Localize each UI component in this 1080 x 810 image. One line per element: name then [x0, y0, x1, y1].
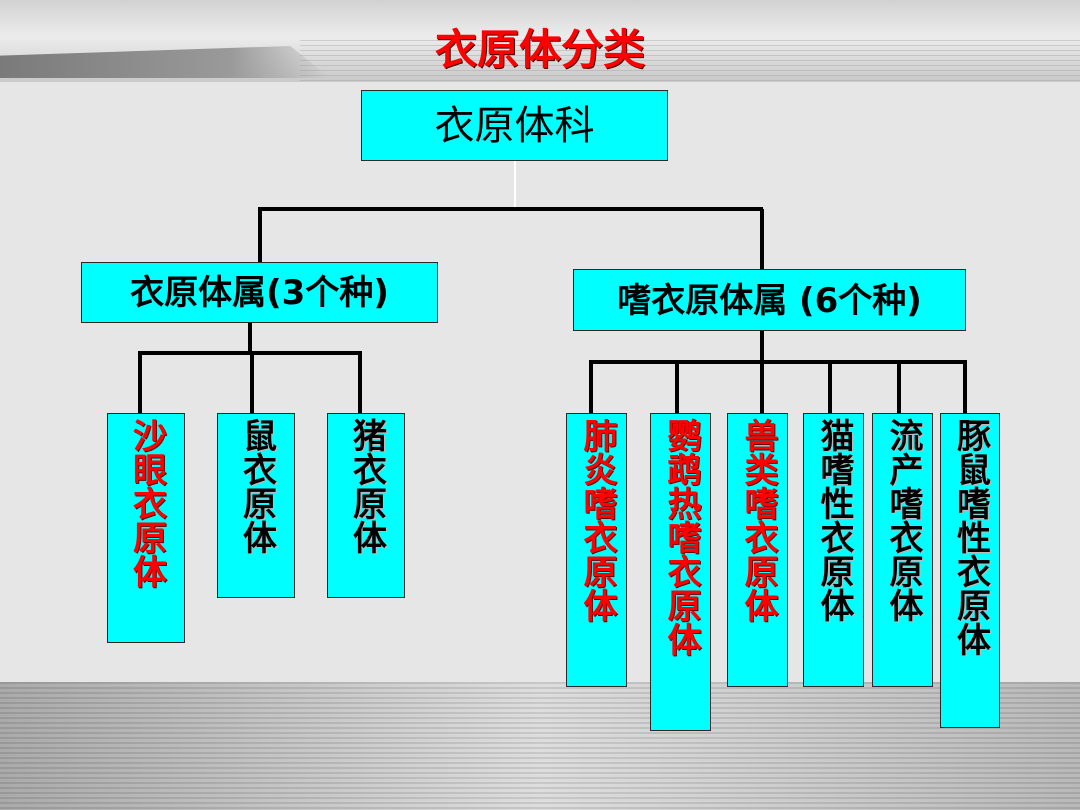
species-node-pecorum: 兽类嗜衣原体 — [727, 413, 788, 687]
species-node-muridarum: 鼠衣原体 — [217, 413, 295, 598]
species-node-psittaci: 鹦鹉热嗜衣原体 — [650, 413, 711, 731]
species-node-caviae: 豚鼠嗜性衣原体 — [940, 413, 1000, 728]
species-node-trachomatis: 沙眼衣原体 — [107, 413, 185, 643]
genus-node-chlamydophila: 嗜衣原体属 (6个种) — [573, 269, 966, 331]
species-node-suis: 猪衣原体 — [327, 413, 405, 598]
slide-title: 衣原体分类 — [434, 25, 645, 74]
header-decor-lines — [300, 40, 1080, 82]
species-node-felis: 猫嗜性衣原体 — [803, 413, 864, 687]
genus-node-chlamydia: 衣原体属(3个种) — [81, 262, 438, 323]
footer-decor-lines — [0, 682, 1080, 810]
species-node-pneumoniae: 肺炎嗜衣原体 — [566, 413, 627, 687]
root-node-family: 衣原体科 — [361, 90, 668, 161]
footer-decor-shade — [0, 682, 1080, 810]
species-node-abortus: 流产嗜衣原体 — [872, 413, 933, 687]
